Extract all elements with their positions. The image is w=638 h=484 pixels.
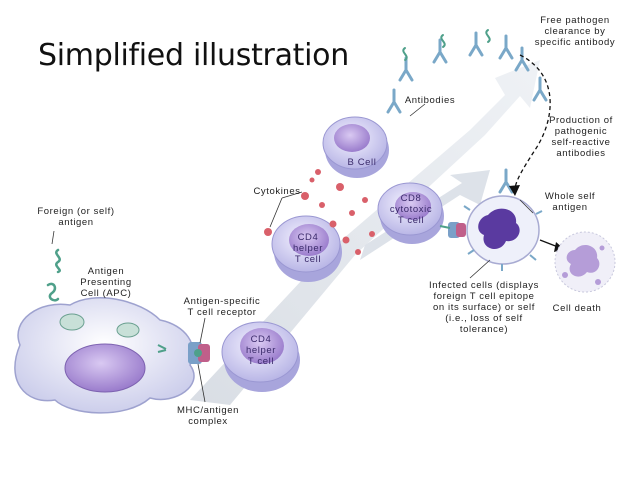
label-b-cell: B Cell (347, 157, 377, 168)
antigen-squiggles (46, 248, 61, 302)
dead-cell (554, 231, 616, 293)
label-cytokines: Cytokines (253, 186, 301, 197)
infected-cell (463, 195, 543, 271)
cell-death-arrow (539, 239, 559, 248)
antibodies (386, 31, 548, 194)
label-pathogenic-antibodies: Production of pathogenic self-reactive a… (549, 115, 613, 159)
b-cell (322, 116, 389, 178)
label-apc: Antigen Presenting Cell (APC) (80, 266, 132, 299)
label-cd4-lower: CD4 helper T cell (245, 334, 276, 367)
cd8-cytotoxic-cell (377, 182, 444, 244)
label-foreign-antigen: Foreign (or self) antigen (37, 206, 115, 228)
antigen-presenting-cell (14, 297, 195, 414)
cytokines-pointer (269, 191, 303, 228)
slide-title: Simplified illustration (38, 38, 349, 73)
cd8-infected-connector (439, 222, 466, 238)
cd4-helper-cell-lower (221, 321, 300, 392)
cytokine-dots (264, 169, 375, 255)
label-cell-death: Cell death (552, 303, 602, 314)
label-mhc-complex: MHC/antigen complex (176, 405, 240, 427)
dashed-pathway-arrow (514, 54, 551, 191)
label-t-cell-receptor: Antigen-specific T cell receptor (183, 296, 261, 318)
label-infected-cells: Infected cells (displays foreign T cell … (429, 280, 539, 335)
label-antibodies: Antibodies (404, 95, 456, 106)
leader-lines (51, 103, 534, 403)
mhc-receptor-complex (188, 342, 210, 364)
label-whole-self-antigen: Whole self antigen (544, 191, 596, 213)
label-cd8: CD8 cytotoxic T cell (389, 193, 433, 226)
label-cd4-upper: CD4 helper T cell (292, 232, 323, 265)
antigen-hooks (402, 29, 491, 61)
label-free-pathogen: Free pathogen clearance by specific anti… (534, 15, 616, 48)
cd4-helper-cell-upper (271, 215, 342, 282)
